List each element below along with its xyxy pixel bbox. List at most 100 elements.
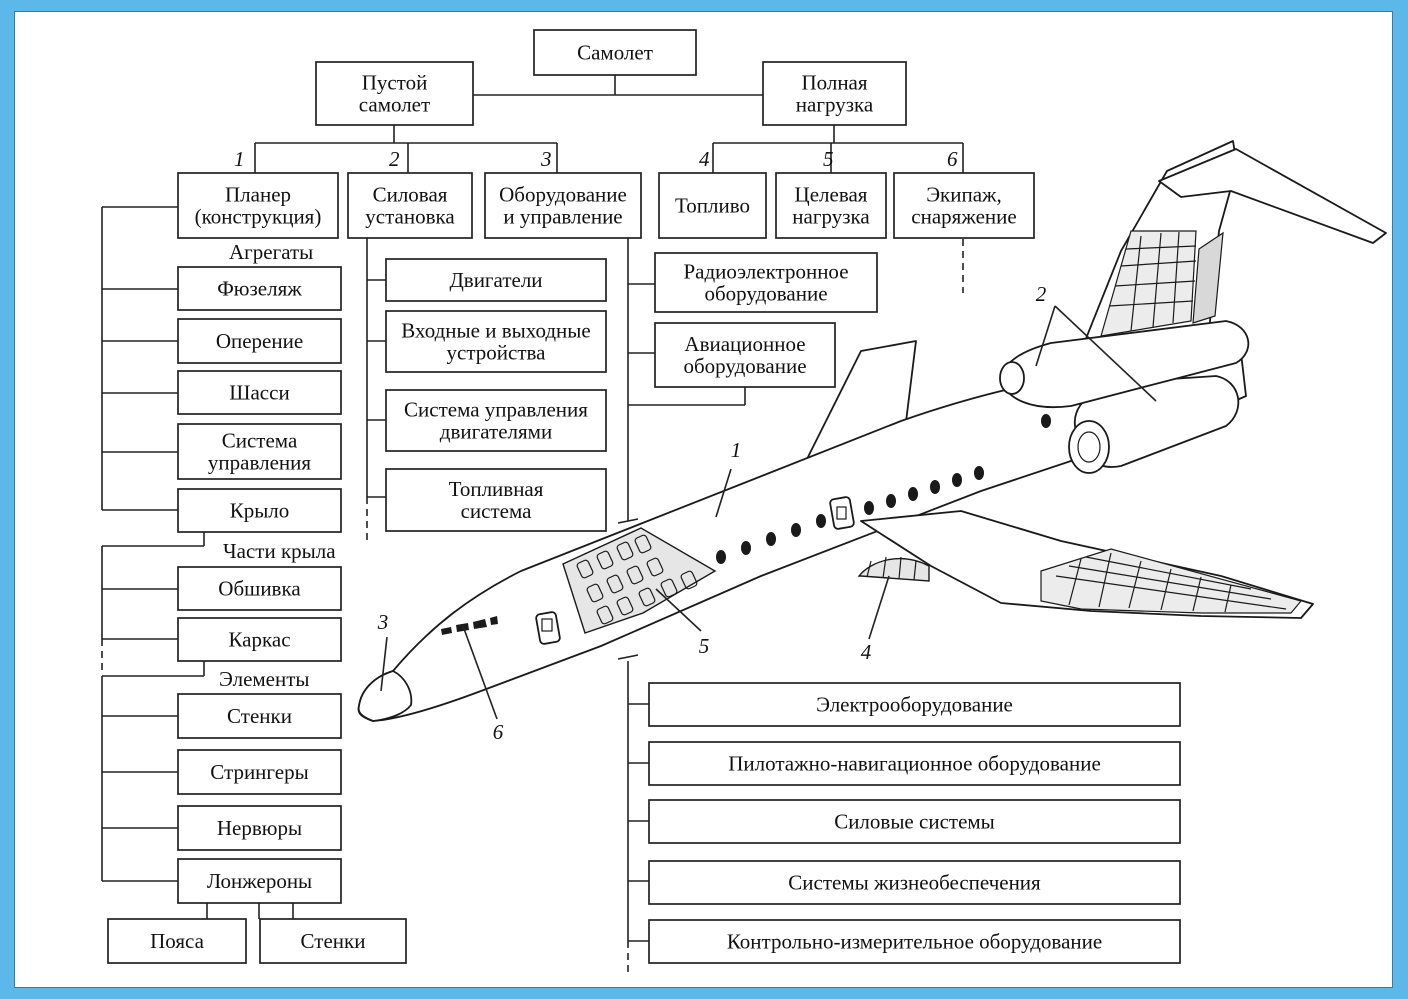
powerplant-box-2-label: Входные и выходные — [401, 319, 590, 343]
root-box-frame — [533, 29, 697, 76]
equipment-system-box-5-frame — [648, 919, 1181, 964]
category-box-6-label: снаряжение — [911, 205, 1016, 229]
aggregate-box-1-label: Фюзеляж — [217, 277, 302, 301]
connector-lines — [101, 75, 964, 976]
element-box-2: Стрингеры — [177, 749, 342, 795]
equipment-box-2-label: Авиационное — [684, 332, 805, 356]
category-box-3-label: и управление — [503, 205, 622, 229]
spar-part-box-1: Пояса — [107, 918, 247, 964]
callout-3: 3 — [377, 610, 389, 634]
aggregate-box-2: Оперение — [177, 318, 342, 364]
equipment-system-box-4-label: Системы жизнеобеспечения — [788, 871, 1041, 895]
equipment-system-box-2-frame — [648, 741, 1181, 786]
equipment-system-box-2-label: Пилотажно-навигационное оборудование — [728, 752, 1101, 776]
element-box-4-label: Лонжероны — [207, 869, 312, 893]
element-box-4-frame — [177, 858, 342, 904]
category-number-6: 6 — [947, 147, 958, 171]
category-box-2-label: Силовая — [373, 183, 448, 207]
element-box-3-frame — [177, 805, 342, 851]
category-box-2-frame — [347, 172, 473, 239]
equipment-system-box-4: Системы жизнеобеспечения — [648, 860, 1181, 905]
equipment-box-1-label: Радиоэлектронное — [683, 260, 848, 284]
powerplant-box-4-frame — [385, 468, 607, 532]
equipment-system-box-5-label: Контрольно-измерительное оборудование — [727, 930, 1102, 954]
equipment-box-1-frame — [654, 252, 878, 313]
wing-part-box-2: Каркас — [177, 617, 342, 662]
equipment-system-box-3-frame — [648, 799, 1181, 844]
equipment-system-box-4-frame — [648, 860, 1181, 905]
empty-aircraft-box-label: Пустой — [362, 71, 428, 95]
equipment-box-2-label: оборудование — [683, 354, 806, 378]
equipment-box-1-label: оборудование — [704, 282, 827, 306]
aggregates-label: Агрегаты — [229, 240, 313, 264]
equipment-system-box-1-frame — [648, 682, 1181, 727]
category-box-6: Экипаж,снаряжение — [893, 172, 1035, 239]
powerplant-box-3-frame — [385, 389, 607, 452]
elements-label: Элементы — [219, 667, 310, 691]
spar-part-box-2: Стенки — [259, 918, 407, 964]
element-box-1-frame — [177, 693, 342, 739]
wing-part-box-1-label: Обшивка — [218, 577, 301, 601]
category-box-3-frame — [484, 172, 642, 239]
cabin-windows — [716, 414, 1051, 564]
category-box-4-frame — [658, 172, 767, 239]
category-number-5: 5 — [823, 147, 834, 171]
category-number-4: 4 — [699, 147, 710, 171]
cockpit-windows — [441, 616, 498, 635]
aggregate-box-3-label: Шасси — [229, 381, 289, 405]
element-box-2-frame — [177, 749, 342, 795]
aircraft-composition-diagram: СамолетПустойсамолетПолнаянагрузкаПланер… — [101, 29, 1387, 976]
category-number-2: 2 — [389, 147, 400, 171]
aggregate-box-2-label: Оперение — [216, 329, 303, 353]
aggregate-box-3-frame — [177, 370, 342, 415]
wing-part-box-1: Обшивка — [177, 566, 342, 611]
equipment-system-box-1-label: Электрооборудование — [816, 693, 1013, 717]
full-payload-box-frame — [762, 61, 907, 126]
aggregate-box-1-frame — [177, 266, 342, 311]
category-box-4-label: Топливо — [675, 194, 750, 218]
category-box-4: Топливо — [658, 172, 767, 239]
spar-part-box-1-frame — [107, 918, 247, 964]
aggregate-box-4-label: управления — [208, 451, 311, 475]
category-number-1: 1 — [234, 147, 245, 171]
powerplant-box-3-label: Система управления — [404, 398, 588, 422]
category-box-6-frame — [893, 172, 1035, 239]
aggregate-box-5-frame — [177, 488, 342, 533]
wing-parts-label: Части крыла — [223, 539, 336, 563]
aggregate-box-5: Крыло — [177, 488, 342, 533]
powerplant-box-1-label: Двигатели — [449, 268, 542, 292]
powerplant-box-1: Двигатели — [385, 258, 607, 302]
element-box-1: Стенки — [177, 693, 342, 739]
callout-4: 4 — [861, 640, 872, 664]
aggregate-box-5-label: Крыло — [230, 499, 290, 523]
wing-part-box-1-frame — [177, 566, 342, 611]
equipment-system-box-5: Контрольно-измерительное оборудование — [648, 919, 1181, 964]
category-box-1: Планер(конструкция) — [177, 172, 339, 239]
equipment-system-box-1: Электрооборудование — [648, 682, 1181, 727]
element-box-2-label: Стрингеры — [210, 760, 308, 784]
equipment-box-2-frame — [654, 322, 836, 388]
root-box-label: Самолет — [577, 41, 653, 65]
powerplant-box-3-label: двигателями — [440, 420, 552, 444]
empty-aircraft-box-frame — [315, 61, 474, 126]
category-number-3: 3 — [540, 147, 552, 171]
element-box-4: Лонжероны — [177, 858, 342, 904]
callout-6: 6 — [493, 720, 504, 744]
category-box-1-label: (конструкция) — [195, 205, 322, 229]
equipment-system-box-2: Пилотажно-навигационное оборудование — [648, 741, 1181, 786]
powerplant-box-2-frame — [385, 310, 607, 373]
root-box: Самолет — [533, 29, 697, 76]
powerplant-box-1-frame — [385, 258, 607, 302]
full-payload-box-label: нагрузка — [796, 93, 874, 117]
wing-part-box-2-label: Каркас — [228, 628, 290, 652]
